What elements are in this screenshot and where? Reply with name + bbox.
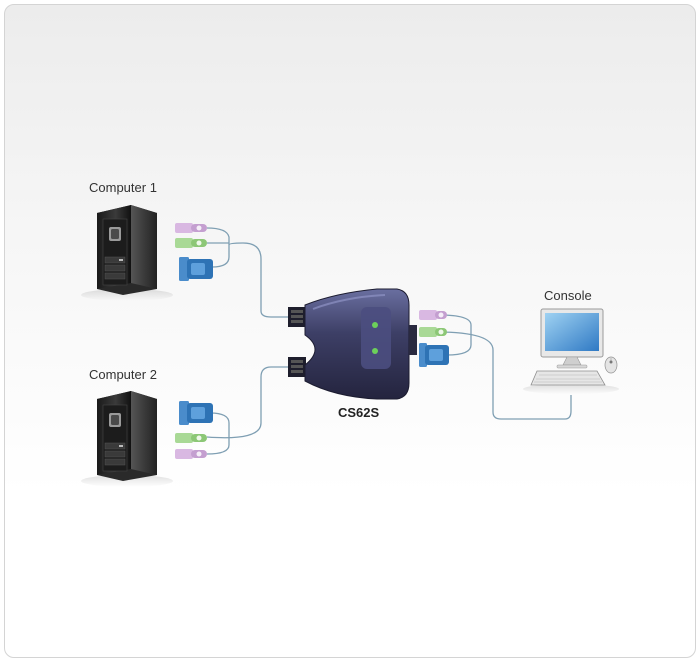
vga-connector-icon [419,343,449,367]
device-label: CS62S [338,405,380,420]
computer2-connectors [175,401,213,459]
cable-console-vga [446,333,472,356]
vga-connector-icon [179,257,213,281]
computer1-label: Computer 1 [89,180,157,195]
diagram-frame: Computer 1 Computer 2 Console CS62S [4,4,696,658]
computer2-tower-icon [81,391,173,487]
ps2-keyboard-connector-icon [175,238,207,248]
console-label: Console [544,288,592,303]
ps2-mouse-connector-icon [419,310,447,320]
ps2-keyboard-connector-icon [175,433,207,443]
kvm-switch-icon [288,288,417,400]
cable-computer2-mouse [206,437,230,455]
cable-computer2-vga [209,412,230,437]
console-connectors [419,310,449,367]
led-indicator-icon [372,322,378,328]
connection-diagram [81,205,619,487]
cable-console-main [436,331,572,420]
console-monitor-keyboard-mouse-icon [523,308,619,394]
computer1-tower-icon [81,205,173,301]
ps2-keyboard-connector-icon [419,327,447,337]
vga-connector-icon [179,401,213,425]
computer2-label: Computer 2 [89,367,157,382]
cable-computer2-main [206,366,288,439]
ps2-mouse-connector-icon [175,223,207,233]
computer1-connectors [175,223,213,281]
led-indicator-icon [372,348,378,354]
ps2-mouse-connector-icon [175,449,207,459]
cable-computer1-mouse [206,227,230,245]
cable-computer1-vga [211,242,288,318]
